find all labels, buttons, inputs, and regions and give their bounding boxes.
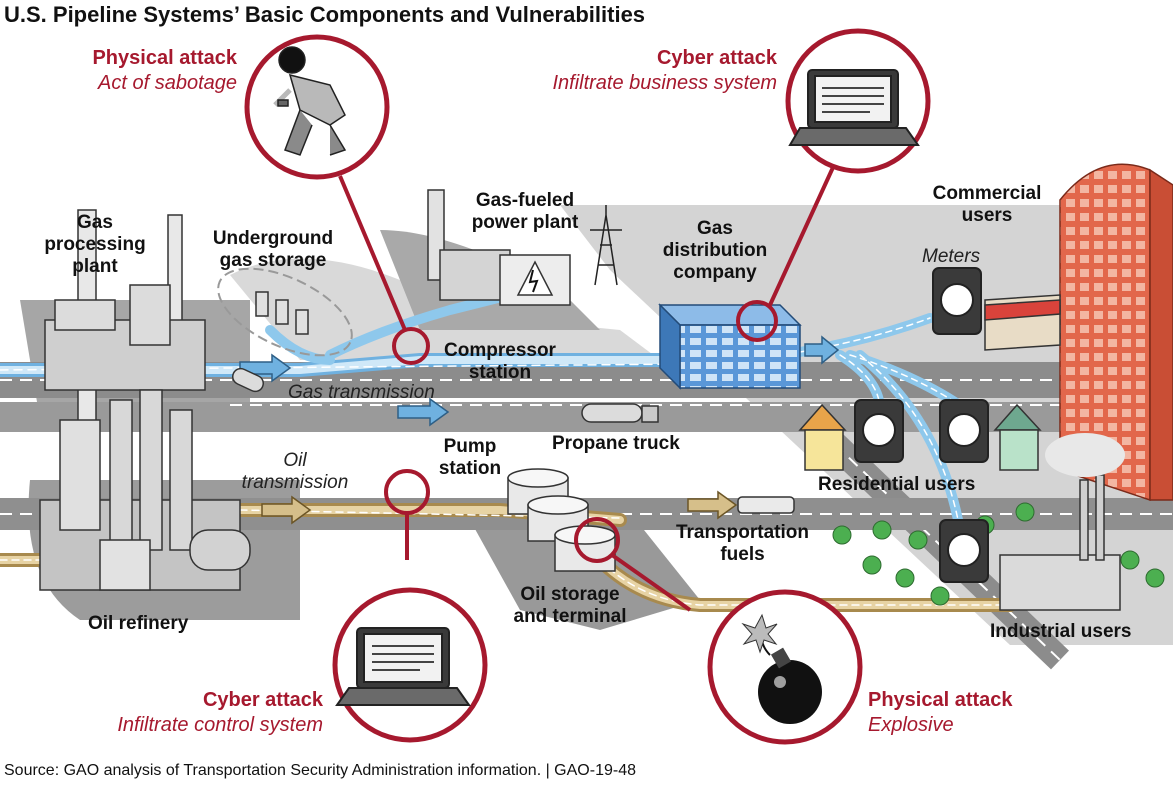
- flow-arrows: [239, 335, 840, 525]
- label-line: and terminal: [513, 606, 627, 627]
- label-line: fuels: [720, 544, 765, 565]
- industrial-users-label: Industrial users: [990, 621, 1132, 642]
- bomb-icon: [741, 613, 822, 724]
- oil-storage-label: Oil storage and terminal: [495, 584, 645, 628]
- bus-icon: [737, 496, 795, 514]
- factory-icon: [999, 433, 1125, 611]
- laptop-icon: [335, 627, 471, 706]
- label-line: company: [673, 262, 757, 283]
- attack-subtitle: Act of sabotage: [98, 72, 237, 94]
- label-line: Transportation: [675, 522, 809, 543]
- meters-label: Meters: [922, 246, 981, 267]
- houses: [798, 403, 1042, 471]
- compressor-station-label: Compressor station: [430, 340, 570, 384]
- label-line: station: [438, 458, 502, 479]
- label-line: plant: [72, 256, 118, 277]
- gas-processing-plant-label: Gas processing plant: [30, 212, 160, 278]
- attack-title: Physical attack: [868, 689, 1013, 711]
- gas-storage-icon: [217, 267, 353, 357]
- attack-subtitle: Infiltrate business system: [552, 72, 777, 94]
- label-line: station: [468, 362, 532, 383]
- saboteur-icon: [273, 46, 347, 156]
- gas-transmission-label: Gas transmission: [288, 382, 435, 403]
- residential-users-label: Residential users: [818, 474, 976, 495]
- label-line: Pump: [443, 436, 497, 457]
- label-line: users: [961, 205, 1013, 226]
- oil-refinery-label: Oil refinery: [88, 613, 189, 634]
- label-line: Underground: [212, 228, 334, 249]
- label-line: distribution: [662, 240, 768, 261]
- label-line: Gas: [697, 218, 733, 239]
- label-line: Oil storage: [520, 584, 620, 605]
- source-note: Source: GAO analysis of Transportation S…: [4, 762, 636, 779]
- attack-title: Cyber attack: [656, 47, 777, 69]
- laptop-icon: [788, 69, 920, 146]
- vulnerability-markers: [338, 162, 837, 612]
- meter-icons: [854, 267, 989, 583]
- attack-title: Cyber attack: [202, 689, 323, 711]
- commercial-users-label: Commercial users: [912, 183, 1062, 227]
- gas-distribution-label: Gas distribution company: [650, 218, 780, 284]
- commercial-tower: [1059, 163, 1173, 502]
- label-line: power plant: [471, 212, 579, 233]
- propane-truck-label: Propane truck: [552, 433, 680, 454]
- label-line: Oil: [283, 450, 307, 471]
- oil-transmission-label: Oil transmission: [225, 450, 365, 494]
- label-line: processing: [44, 234, 146, 255]
- label-line: transmission: [241, 472, 349, 493]
- attack-subtitle: Infiltrate control system: [117, 714, 323, 736]
- transportation-fuels-label: Transportation fuels: [660, 522, 825, 566]
- label-line: Gas-fueled: [475, 190, 575, 211]
- propane-truck-icon: [581, 403, 659, 423]
- gas-distribution-building: [658, 303, 802, 390]
- underground-gas-storage-label: Underground gas storage: [198, 228, 348, 272]
- attack-title: Physical attack: [92, 47, 237, 69]
- power-plant-label: Gas-fueled power plant: [455, 190, 595, 234]
- page-title: U.S. Pipeline Systems’ Basic Components …: [4, 2, 646, 27]
- power-plant-icon: [427, 189, 571, 306]
- tanker-truck-icon: [231, 367, 265, 393]
- label-line: gas storage: [219, 250, 327, 271]
- label-line: Gas: [77, 212, 113, 233]
- commercial-store: [984, 294, 1061, 351]
- refinery-icon: [39, 209, 251, 591]
- label-line: Compressor: [444, 340, 556, 361]
- label-line: Commercial: [932, 183, 1042, 204]
- attack-subtitle: Explosive: [868, 714, 954, 736]
- pump-station-label: Pump station: [420, 436, 520, 480]
- power-tower-icon: [590, 205, 622, 286]
